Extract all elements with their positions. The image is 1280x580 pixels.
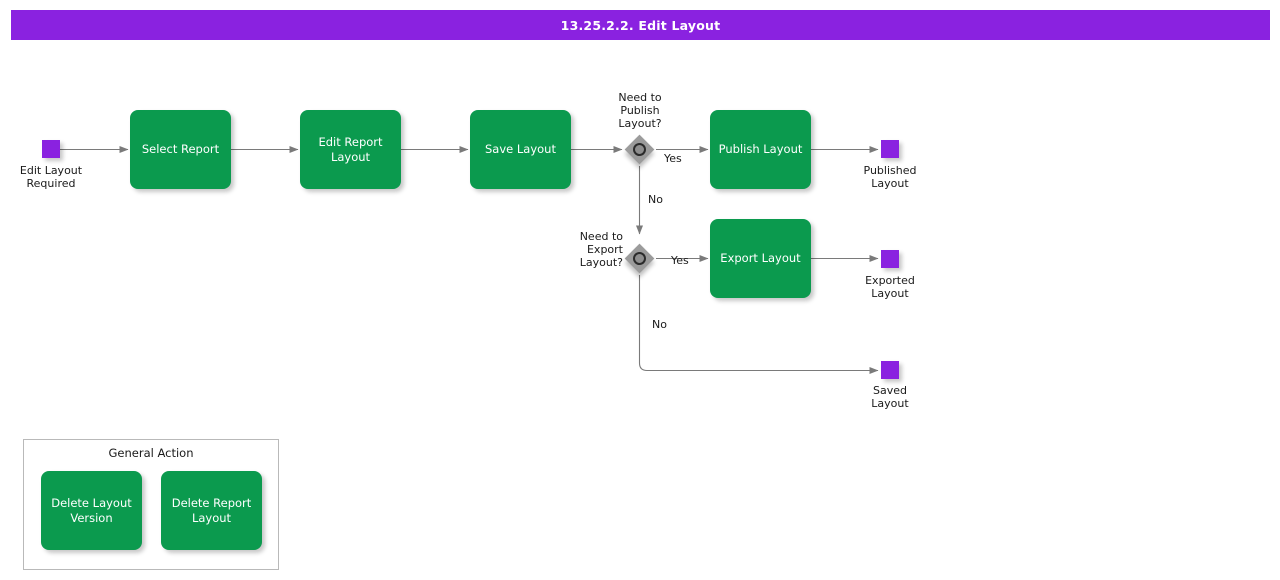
gateway-need-to-publish-layout[interactable] [624, 134, 655, 165]
end-node-exported-layout[interactable] [881, 250, 899, 268]
gateway-need-to-export-layout[interactable] [624, 243, 655, 274]
gateway-export-label: Need to Export Layout? [579, 230, 623, 269]
legend-task-delete-layout-version[interactable]: Delete Layout Version [41, 471, 142, 550]
task-edit-report-layout[interactable]: Edit Report Layout [300, 110, 401, 189]
gateway-event-circle-icon [633, 143, 646, 156]
flow-label-publish-no: No [648, 193, 663, 206]
end-node-published-layout[interactable] [881, 140, 899, 158]
legend-task-delete-report-layout[interactable]: Delete Report Layout [161, 471, 262, 550]
end-node-saved-layout[interactable] [881, 361, 899, 379]
end-node-published-layout-label: Published Layout [863, 164, 917, 190]
start-node-edit-layout-required[interactable] [42, 140, 60, 158]
legend-general-action: General Action Delete Layout Version Del… [23, 439, 279, 570]
flow-label-publish-yes: Yes [664, 152, 682, 165]
flow-label-export-no: No [652, 318, 667, 331]
end-node-exported-layout-label: Exported Layout [865, 274, 915, 300]
task-publish-layout[interactable]: Publish Layout [710, 110, 811, 189]
gateway-event-circle-icon [633, 252, 646, 265]
task-select-report[interactable]: Select Report [130, 110, 231, 189]
start-node-label: Edit Layout Required [19, 164, 83, 190]
gateway-publish-label: Need to Publish Layout? [618, 91, 662, 130]
page-title-bar: 13.25.2.2. Edit Layout [11, 10, 1270, 40]
page-title: 13.25.2.2. Edit Layout [560, 17, 721, 33]
task-export-layout[interactable]: Export Layout [710, 219, 811, 298]
legend-title: General Action [108, 446, 194, 460]
task-save-layout[interactable]: Save Layout [470, 110, 571, 189]
flow-label-export-yes: Yes [671, 254, 689, 267]
end-node-saved-layout-label: Saved Layout [871, 384, 909, 410]
